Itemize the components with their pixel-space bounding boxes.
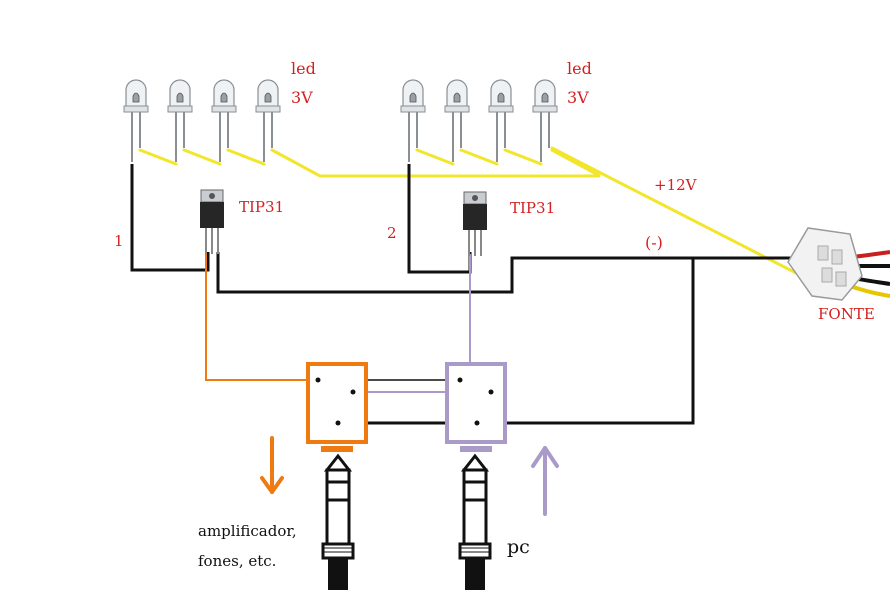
audio-jack-socket-icon — [445, 362, 507, 452]
trs-plug-icon — [321, 453, 355, 590]
output-label-line1: amplificador, — [198, 522, 297, 540]
led-group-right — [400, 79, 558, 162]
led-voltage-left: 3V — [291, 88, 313, 107]
trs-plug-icon — [458, 453, 492, 590]
positive-supply-wires — [138, 146, 802, 277]
power-connector-label: FONTE — [818, 305, 875, 323]
led-group-left — [123, 79, 281, 162]
led-icon — [400, 79, 426, 162]
arrow-down-icon — [260, 436, 284, 494]
transistor-label-left: TIP31 — [239, 198, 284, 216]
led-label-right: led — [567, 59, 592, 78]
led-icon — [532, 79, 558, 162]
channel-2-label: 2 — [387, 224, 397, 242]
led-icon — [123, 79, 149, 162]
led-icon — [211, 79, 237, 162]
arrow-up-icon — [531, 446, 559, 516]
supply-positive-label: +12V — [654, 176, 698, 194]
led-voltage-right: 3V — [567, 88, 589, 107]
channel-1-label: 1 — [114, 232, 124, 250]
led-icon — [167, 79, 193, 162]
molex-connector-icon — [787, 227, 890, 301]
input-source-label: pc — [507, 536, 530, 558]
led-icon — [255, 79, 281, 162]
led-icon — [488, 79, 514, 162]
output-label-line2: fones, etc. — [198, 552, 276, 570]
ground-label: (-) — [645, 233, 663, 252]
to220-transistor-icon — [463, 191, 487, 256]
led-label-left: led — [291, 59, 316, 78]
transistor-label-right: TIP31 — [510, 199, 555, 217]
led-icon — [444, 79, 470, 162]
audio-jack-socket-icon — [306, 362, 368, 452]
to220-transistor-icon — [200, 189, 224, 254]
orange-signal-wire — [205, 252, 318, 381]
